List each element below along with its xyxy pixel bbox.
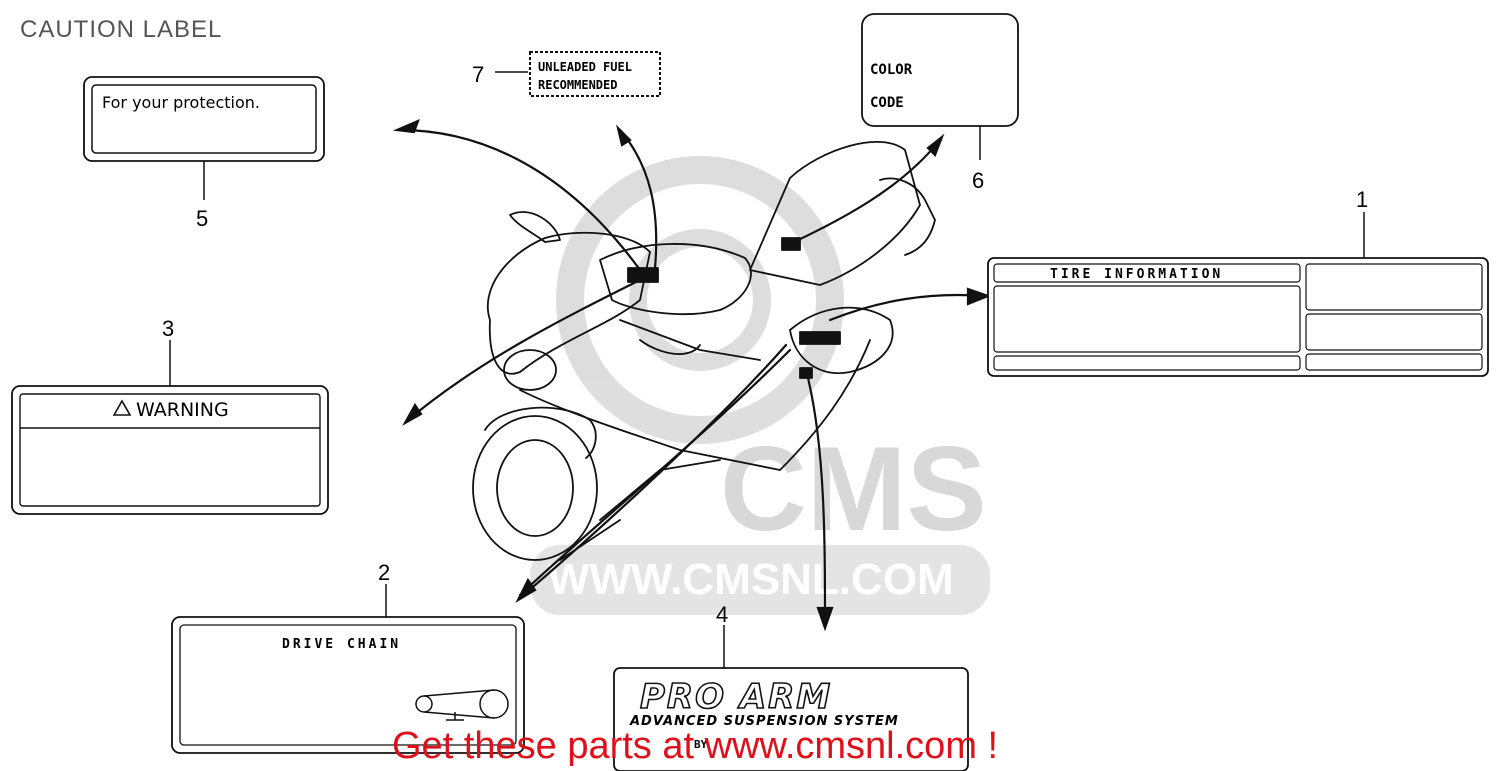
leader-label-1 (828, 293, 987, 322)
pro-arm-tagline: ADVANCED SUSPENSION SYSTEM (629, 714, 899, 729)
lower-fairing (519, 339, 871, 471)
protection-label-heading: For your protection. (102, 93, 260, 112)
fuel-label-line2: RECOMMENDED (538, 78, 617, 92)
callout-number-7: 7 (472, 62, 484, 87)
leader-label-2b (518, 343, 788, 600)
tire-label-border (987, 257, 1489, 377)
arrowhead-7 (616, 124, 632, 147)
leader-lines (392, 118, 992, 632)
pro-arm-logo: PRO ARM (640, 677, 832, 717)
warning-label-heading: WARNING (136, 399, 229, 421)
callout-number-2: 2 (378, 560, 390, 585)
callout-number-3: 3 (162, 316, 174, 341)
watermark: CMS WWW.CMSNL.COM (530, 156, 990, 615)
drive-chain-label-heading: DRIVE CHAIN (282, 637, 401, 652)
protection-label: For your protection. 5 (83, 76, 325, 231)
leader-label-2 (518, 348, 792, 597)
color-code-label: COLOR CODE 6 (861, 13, 1019, 193)
pro-arm-byline: BY (694, 738, 708, 751)
leader-label-5 (398, 128, 642, 272)
color-code-line1: COLOR (870, 62, 913, 78)
callout-number-1: 1 (1356, 187, 1368, 212)
leader-label-3 (406, 278, 642, 422)
leader-label-4 (806, 376, 827, 627)
arrowhead-3 (402, 402, 423, 426)
tire-label: TIRE INFORMATION 1 (987, 187, 1489, 377)
fuel-label-line1: UNLEADED FUEL (538, 60, 632, 74)
color-code-line2: CODE (870, 95, 904, 111)
leader-label-7 (618, 128, 658, 270)
fuel-label: UNLEADED FUEL RECOMMENDED 7 (472, 51, 661, 97)
watermark-emblem (556, 156, 844, 444)
arrowhead-5 (392, 118, 420, 134)
front-wheel (472, 415, 598, 561)
drive-chain-label-outer (171, 616, 525, 754)
leader-label-6 (786, 138, 942, 247)
callout-number-6: 6 (972, 168, 984, 193)
watermark-brand: CMS (720, 422, 987, 556)
rear-swingarm (789, 306, 894, 374)
watermark-url-band (530, 545, 990, 615)
pro-arm-label-location (799, 367, 813, 379)
callout-number-5: 5 (196, 206, 208, 231)
tire-label-header-box (993, 263, 1301, 283)
color-code-label-border (861, 13, 1019, 127)
tire-label-footer (993, 355, 1301, 371)
watermark-url: WWW.CMSNL.COM (548, 555, 954, 604)
front-wheel-hub (496, 439, 574, 537)
tail-section (879, 177, 936, 256)
headlight (503, 349, 557, 391)
page-title: CAUTION LABEL (20, 16, 223, 43)
tire-label-body (993, 285, 1301, 353)
protection-label-outer (83, 76, 325, 162)
drive-chain-label-inner (179, 624, 517, 746)
tire-label-box-b (1305, 313, 1483, 351)
tire-label-location (799, 331, 841, 345)
drive-chain-label: DRIVE CHAIN 2 (171, 560, 525, 754)
fuel-label-location (627, 267, 659, 283)
tire-label-box-a (1305, 263, 1483, 311)
tire-label-heading: TIRE INFORMATION (1050, 267, 1223, 282)
fuel-label-border (529, 51, 661, 97)
arrowhead-2 (515, 577, 537, 603)
callout-number-4: 4 (716, 602, 728, 627)
pro-arm-label-border (613, 667, 969, 771)
frame-lines (619, 319, 761, 361)
arrowhead-4 (816, 606, 834, 632)
motorcycle-illustration (472, 141, 936, 561)
fuel-tank (599, 243, 752, 316)
footer-link[interactable]: Get these parts at www.cmsnl.com ! (392, 725, 999, 767)
protection-label-inner (91, 84, 317, 154)
tire-label-box-c (1305, 353, 1483, 371)
warning-label-inner (19, 393, 321, 507)
pro-arm-label: PRO ARM ADVANCED SUSPENSION SYSTEM BY 4 (613, 602, 969, 771)
seat-cowl (749, 141, 921, 286)
warning-triangle-icon (112, 399, 132, 416)
arrowhead-1 (966, 287, 992, 306)
arrowhead-6 (926, 133, 945, 157)
warning-label: WARNING 3 (11, 316, 329, 515)
windscreen (509, 211, 561, 243)
chain-diagram-icon (415, 689, 509, 721)
